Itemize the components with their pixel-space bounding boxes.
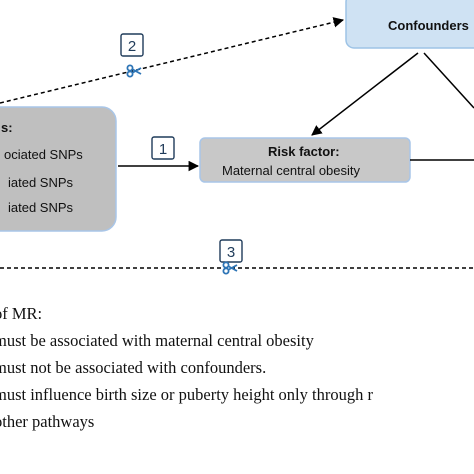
assumption-item-3: must influence birth size or puberty hei… [0, 385, 373, 404]
marker-3-label: 3 [227, 244, 235, 261]
risk-factor-title: Risk factor: [268, 144, 340, 159]
mr-diagram: Confounders s: ociated SNPs iated SNPs i… [0, 0, 474, 275]
marker-1-label: 1 [159, 141, 167, 158]
scissors-icon [126, 64, 142, 78]
confounders-label: Confounders [388, 18, 469, 33]
instrument-line-3: iated SNPs [8, 200, 74, 215]
confounders-node: Confounders [345, 0, 474, 49]
instrument-to-confounders-dashed-arrow [0, 17, 345, 104]
instruments-node: s: ociated SNPs iated SNPs iated SNPs [0, 106, 117, 232]
assumption-item-4: other pathways [0, 412, 95, 431]
scissors-icon [222, 261, 238, 275]
assumption-item-1: must be associated with maternal central… [0, 331, 314, 350]
instrument-line-2: iated SNPs [8, 175, 74, 190]
marker-2-label: 2 [128, 38, 136, 55]
instruments-title: s: [1, 120, 13, 135]
instrument-line-1: ociated SNPs [4, 147, 83, 162]
confounders-to-outcome-line [423, 52, 474, 109]
assumption-marker-2: 2 [120, 33, 144, 57]
assumptions-heading: of MR: [0, 304, 43, 323]
assumption-marker-3: 3 [219, 239, 243, 263]
assumption-item-2: must not be associated with confounders. [0, 358, 267, 377]
risk-factor-subtitle: Maternal central obesity [222, 163, 361, 178]
assumptions-list: of MR: must be associated with maternal … [0, 300, 474, 435]
confounders-to-risk-arrow [311, 52, 419, 136]
risk-factor-node: Risk factor: Maternal central obesity [199, 137, 411, 183]
assumption-marker-1: 1 [151, 136, 175, 160]
